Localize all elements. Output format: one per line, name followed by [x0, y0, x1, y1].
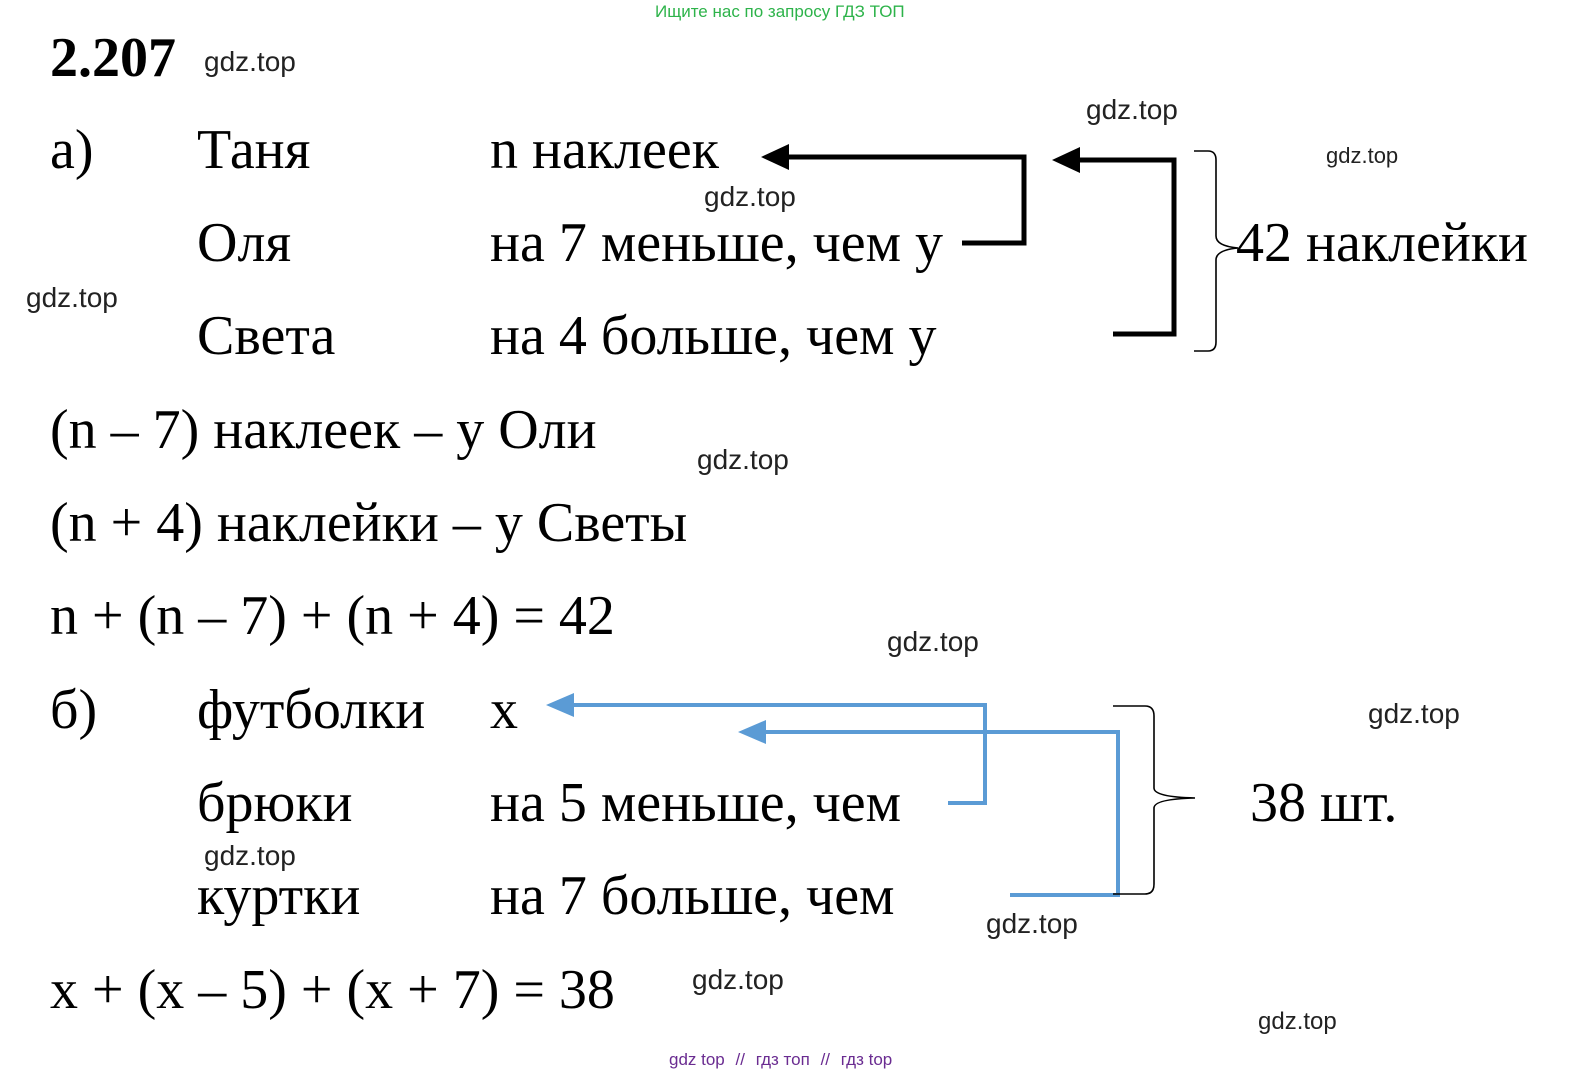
brace-a: [1194, 150, 1239, 352]
arrowhead: [738, 720, 766, 744]
arrow-pants-to-shirts: [570, 703, 987, 805]
part-a-label: а): [50, 119, 94, 181]
arrowhead: [1052, 147, 1080, 173]
arrow-sveta-to-tanya: [1076, 157, 1177, 337]
watermark: gdz.top: [692, 964, 784, 995]
row-text: x: [490, 679, 518, 741]
brace-b: [1113, 705, 1196, 895]
watermark: gdz.top: [1086, 94, 1178, 125]
equation-a: n + (n – 7) + (n + 4) = 42: [50, 585, 615, 647]
row-name: Света: [197, 305, 336, 367]
watermark: gdz.top: [887, 626, 979, 657]
header-note: Ищите нас по запросу ГДЗ ТОП: [655, 2, 905, 21]
footer-links: gdz top // гдз топ // гдз top: [669, 1051, 892, 1068]
row-text: на 5 меньше, чем: [490, 772, 902, 834]
part-b-total: 38 шт.: [1250, 772, 1398, 834]
arrows-part-b: [570, 703, 1120, 897]
watermark: gdz.top: [26, 282, 118, 313]
solution-line: (n + 4) наклейки – у Светы: [50, 492, 688, 554]
watermark: gdz.top: [1258, 1008, 1337, 1035]
row-name: куртки: [197, 865, 361, 927]
row-text: на 4 больше, чем у: [490, 305, 937, 367]
row-text: на 7 больше, чем: [490, 865, 895, 927]
row-name: Таня: [197, 119, 311, 181]
row-name: футболки: [197, 679, 426, 741]
row-text: на 7 меньше, чем у: [490, 212, 944, 274]
watermark: gdz.top: [1326, 143, 1399, 168]
part-b-label: б): [50, 679, 98, 741]
arrow-olya-to-tanya: [785, 154, 1027, 246]
equation-b: x + (x – 5) + (x + 7) = 38: [50, 959, 615, 1021]
solution-line: (n – 7) наклеек – у Оли: [50, 399, 597, 461]
watermark: gdz.top: [204, 46, 296, 77]
part-a-total: 42 наклейки: [1236, 212, 1528, 274]
footer-separator: //: [735, 1050, 745, 1069]
watermark: gdz.top: [697, 444, 789, 475]
arrowhead: [546, 693, 574, 717]
row-name: Оля: [197, 212, 292, 274]
problem-number: 2.207: [50, 27, 176, 89]
watermark: gdz.top: [986, 908, 1078, 939]
arrows-part-a: [785, 154, 1177, 337]
watermark: gdz.top: [704, 181, 796, 212]
watermark: gdz.top: [204, 840, 296, 871]
watermark: gdz.top: [1368, 698, 1460, 729]
footer-separator: //: [820, 1050, 831, 1069]
footer-link[interactable]: гдз топ: [755, 1050, 810, 1069]
row-text: n наклеек: [490, 119, 719, 181]
row-name: брюки: [197, 772, 353, 834]
footer-link[interactable]: гдз top: [840, 1050, 893, 1069]
footer-link[interactable]: gdz top: [669, 1050, 725, 1069]
arrow-jackets-to-shirts: [762, 730, 1120, 897]
arrowhead: [761, 144, 789, 170]
